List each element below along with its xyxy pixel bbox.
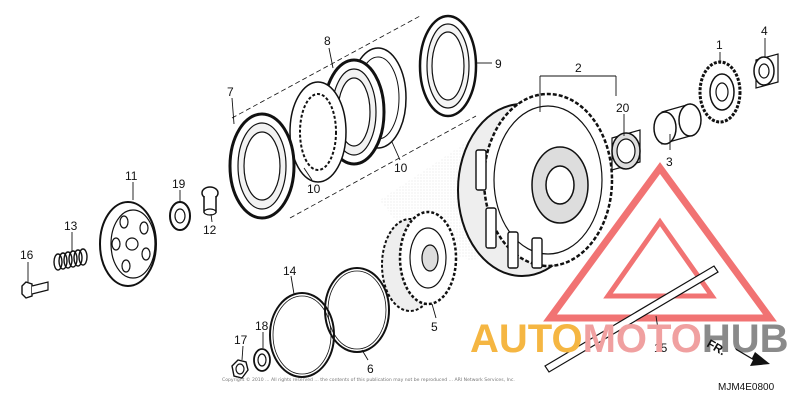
part-4-collar [753,53,779,89]
callout-20: 20 [616,101,630,115]
part-13-clutch-spring [53,248,88,271]
callout-4: 4 [761,24,768,38]
callout-10-a: 10 [307,182,321,196]
callout-13: 13 [64,219,78,233]
part-20-needle-bearing [611,129,641,171]
watermark-wordmark: AUTOMOTOHUB [470,317,789,361]
part-6-o-ring [324,267,390,353]
watermark-triangle [543,162,777,322]
part-3-collar [653,103,702,145]
watermark-hub: HUB [702,317,789,361]
part-16-bolt [21,281,49,299]
part-15-push-rod [544,265,719,373]
part-9-friction-disc [418,14,478,118]
watermark-auto: AUTO [470,317,583,361]
part-1-sprocket [698,60,742,124]
callout-2: 2 [575,61,582,75]
part-17-lock-nut [231,359,249,379]
callout-9: 9 [495,57,502,71]
callout-11: 11 [125,169,138,183]
part-19-bearing [169,201,191,231]
stack-guide-lines [231,15,477,219]
part-10-clutch-plate-front [289,81,347,183]
callout-7: 7 [227,85,234,99]
callout-19: 19 [172,177,186,191]
copyright-notice: Copyright © 2010 ... All rights reserved… [222,376,515,383]
callout-1: 1 [716,38,723,52]
part-18-washer [253,348,271,372]
callout-17: 17 [234,333,248,347]
part-5-clutch-center [381,210,458,312]
callout-18: 18 [255,319,269,333]
callout-labels: 1 2 3 4 5 6 7 8 9 10 10 11 12 13 14 15 1… [20,24,768,376]
callout-10-b: 10 [394,161,408,175]
part-11-pressure-plate [99,201,157,287]
callout-6: 6 [367,362,374,376]
callout-16: 16 [20,248,34,262]
callout-3: 3 [666,155,673,169]
leader-lines [27,38,766,361]
front-arrow-icon [735,348,770,366]
callout-14: 14 [283,264,297,278]
part-7-friction-disc [228,112,296,220]
part-2-clutch-outer [457,92,614,277]
watermark-moto: MOTO [583,317,702,361]
callout-12: 12 [203,223,217,237]
diagram-code: MJM4E0800 [718,382,775,393]
callout-8: 8 [324,34,331,48]
callout-15: 15 [654,341,668,355]
part-12-lifter-piece [201,186,219,216]
callout-5: 5 [431,320,438,334]
